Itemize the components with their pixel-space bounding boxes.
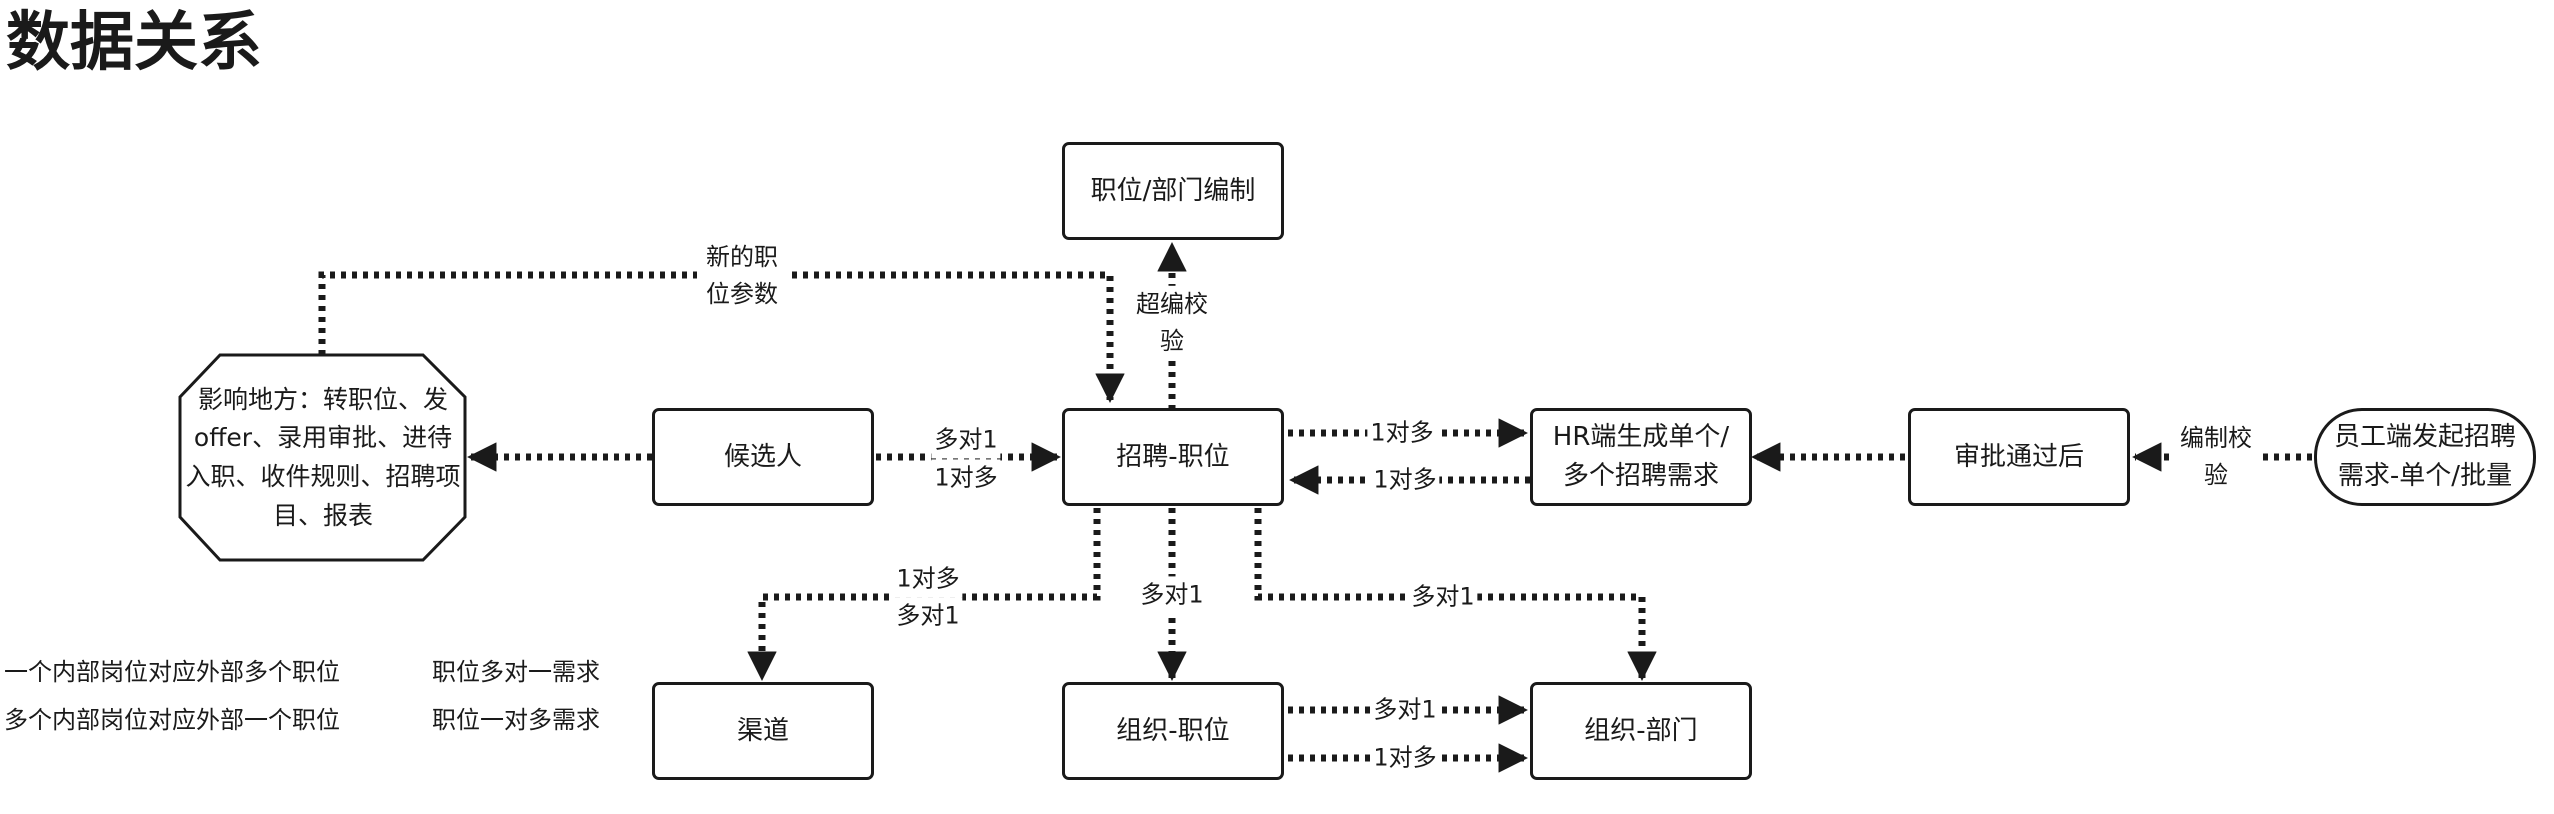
note-1: 一个内部岗位对应外部多个职位	[4, 658, 340, 686]
note-4: 职位一对多需求	[432, 706, 600, 734]
node-impact: 影响地方：转职位、发offer、录用审批、进待入职、收件规则、招聘项目、报表	[185, 384, 461, 530]
label-channel-one-many: 1对多	[893, 560, 963, 598]
node-position-budget: 职位/部门编制	[1062, 142, 1284, 240]
node-org-department: 组织-部门	[1530, 682, 1752, 780]
label-channel-many-one: 多对1	[893, 597, 963, 635]
label-from-hr: 1对多	[1370, 461, 1440, 499]
page-title: 数据关系	[6, 6, 262, 80]
node-channel: 渠道	[652, 682, 874, 780]
node-recruit-position: 招聘-职位	[1062, 408, 1284, 506]
label-candidate-one-many: 1对多	[931, 459, 1001, 497]
node-candidate: 候选人	[652, 408, 874, 506]
note-2: 职位多对一需求	[432, 658, 600, 686]
label-orgdept-many-one: 多对1	[1408, 578, 1478, 616]
edge-recruit-orgdept	[1254, 508, 1657, 681]
label-orgpos-dept-one-many: 1对多	[1370, 739, 1440, 777]
node-employee-start: 员工端发起招聘需求-单个/批量	[2314, 408, 2536, 506]
label-new-params: 新的职位参数	[697, 238, 787, 314]
node-approved: 审批通过后	[1908, 408, 2130, 506]
impact-octagon	[178, 353, 467, 562]
label-orgpos-many-one: 多对1	[1137, 576, 1207, 614]
node-hr-generate: HR端生成单个/多个招聘需求	[1530, 408, 1752, 506]
label-budget-check: 编制校验	[2171, 419, 2261, 495]
label-to-hr: 1对多	[1367, 414, 1437, 452]
label-overstaff-check: 超编校验	[1127, 285, 1217, 361]
node-org-position: 组织-职位	[1062, 682, 1284, 780]
label-orgpos-dept-many-one: 多对1	[1370, 691, 1440, 729]
label-candidate-many-one: 多对1	[931, 421, 1001, 459]
note-3: 多个内部岗位对应外部一个职位	[4, 706, 340, 734]
